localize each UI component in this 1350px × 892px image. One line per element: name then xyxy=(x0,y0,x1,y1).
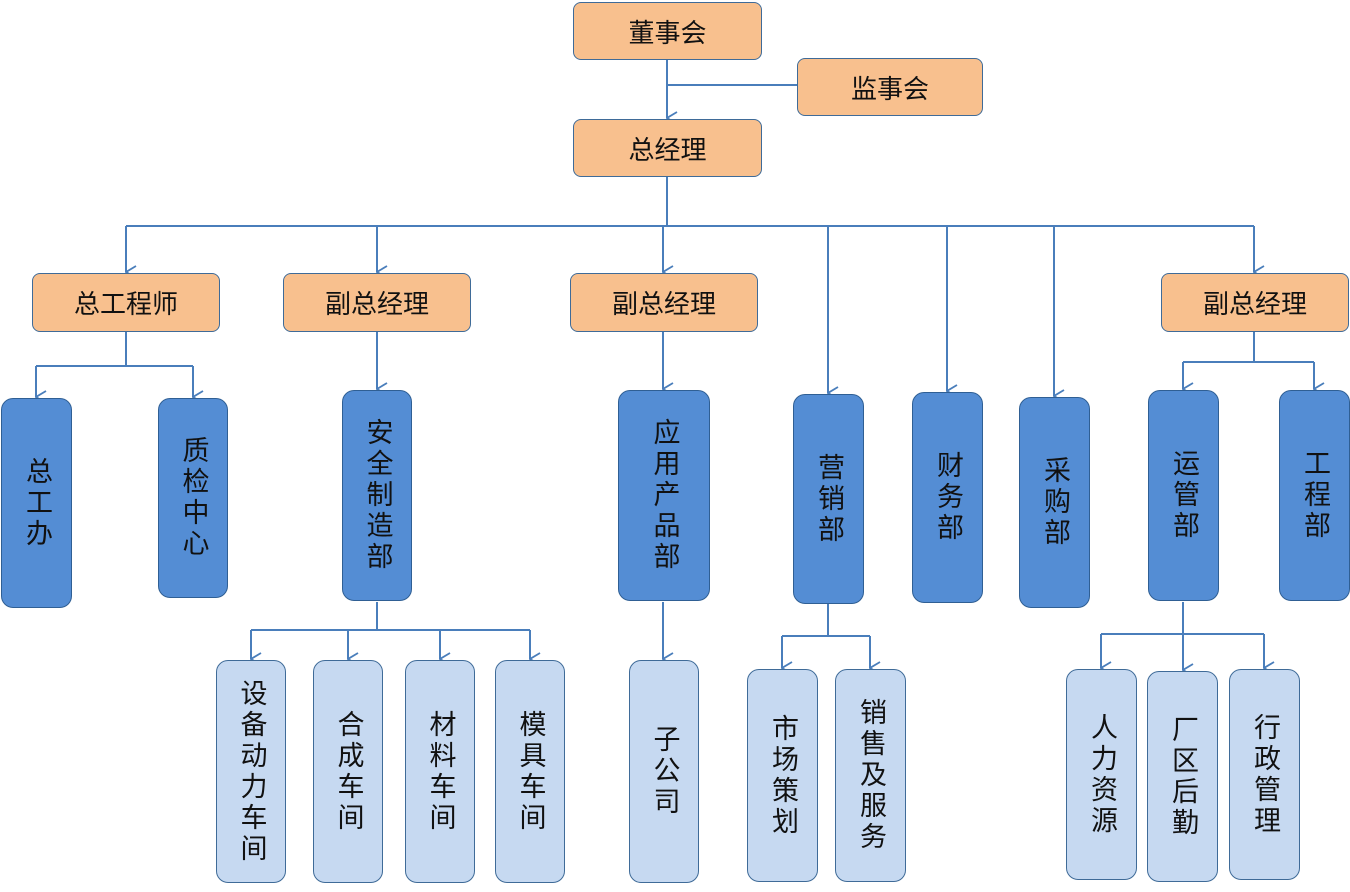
node-synthesis-workshop: 合成车间 xyxy=(313,660,383,883)
node-chief-engineer: 总工程师 xyxy=(32,273,220,332)
node-qc-center: 质检中心 xyxy=(158,398,228,598)
node-finance: 财务部 xyxy=(912,392,983,603)
node-sales-service: 销售及服务 xyxy=(835,669,906,882)
node-application-products: 应用产品部 xyxy=(618,390,710,601)
node-plant-logistics: 厂区后勤 xyxy=(1147,671,1218,882)
node-safety-manufacturing: 安全制造部 xyxy=(342,390,412,601)
node-marketing: 营销部 xyxy=(793,394,864,604)
node-purchasing: 采购部 xyxy=(1019,397,1090,608)
node-human-resources: 人力资源 xyxy=(1066,669,1137,880)
node-equipment-workshop: 设备动力车间 xyxy=(216,660,286,883)
node-operations: 运管部 xyxy=(1148,390,1219,601)
node-engineer-office: 总工办 xyxy=(1,398,72,608)
node-board: 董事会 xyxy=(573,2,762,60)
node-administration: 行政管理 xyxy=(1229,669,1300,880)
node-subsidiary: 子公司 xyxy=(629,660,699,883)
node-mold-workshop: 模具车间 xyxy=(495,660,565,883)
node-market-planning: 市场策划 xyxy=(747,669,818,882)
node-supervisory-board: 监事会 xyxy=(797,58,983,116)
node-vice-gm-3: 副总经理 xyxy=(1161,273,1349,332)
node-general-manager: 总经理 xyxy=(573,119,762,177)
node-engineering: 工程部 xyxy=(1279,390,1350,601)
node-vice-gm-2: 副总经理 xyxy=(570,273,758,332)
node-material-workshop: 材料车间 xyxy=(405,660,475,883)
node-vice-gm-1: 副总经理 xyxy=(283,273,471,332)
